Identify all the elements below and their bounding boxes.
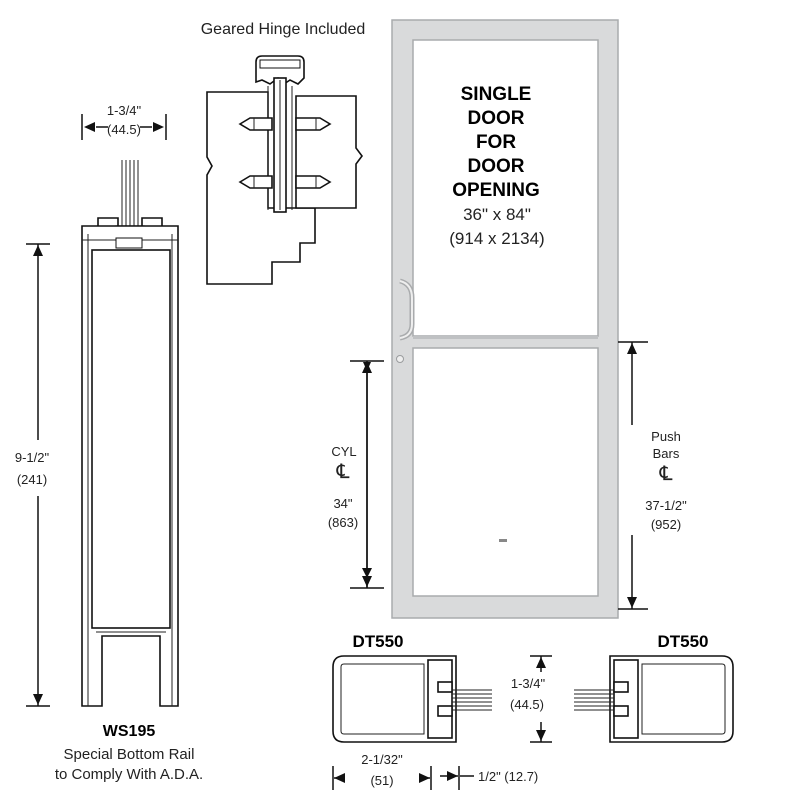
hinge-title: Geared Hinge Included: [201, 21, 366, 38]
cyl-dim-metric: (863): [328, 515, 358, 530]
stile-depth-dim-metric: (44.5): [510, 697, 544, 712]
hinge-screw-2: [295, 117, 332, 131]
rail-top-dim-metric: (44.5): [107, 122, 141, 137]
door-title-line-5: OPENING: [452, 180, 540, 201]
rail-inner-box: [91, 249, 171, 629]
door-title-line-2: DOOR: [468, 108, 525, 129]
stile-right-glass: [574, 689, 614, 711]
rail-top-dim: 1-3/4": [107, 103, 142, 118]
geared-hinge-detail: Geared Hinge Included: [201, 21, 366, 285]
stile-gap-dim: 1/2" (12.7): [478, 769, 538, 784]
door-title-line-1: SINGLE: [461, 84, 532, 105]
cyl-dim: 34": [333, 496, 352, 511]
rail-name: WS195: [103, 723, 156, 740]
push-bars-dim: 37-1/2": [645, 498, 687, 513]
stile-right-name: DT550: [657, 632, 708, 651]
door-size-imperial: 36" x 84": [463, 205, 531, 224]
rail-caption-line-2: to Comply With A.D.A.: [55, 766, 203, 783]
stile-right-glazing: [613, 659, 639, 739]
stile-left-profile: [332, 655, 457, 743]
hinge-screw-1: [238, 117, 273, 131]
push-bars-label-2: Bars: [653, 446, 680, 461]
door-bottom-mark: [499, 539, 507, 542]
door-elevation: SINGLE DOOR FOR DOOR OPENING 36" x 84" (…: [391, 19, 619, 619]
stile-sections: DT550 DT550: [332, 632, 734, 790]
hinge-right-leaf: [295, 95, 363, 209]
stile-left-glass: [452, 689, 492, 711]
door-title-line-4: DOOR: [468, 156, 525, 177]
push-bars-centerline-symbol: ℄: [659, 463, 673, 485]
push-bars-dimension: Push Bars ℄ 37-1/2" (952): [618, 341, 687, 610]
rail-height-dim-metric: (241): [17, 472, 47, 487]
push-bars-label-1: Push: [651, 429, 681, 444]
stile-right-profile: [609, 655, 734, 743]
stile-depth-dim: 1-3/4": [511, 676, 546, 691]
bottom-rail-section: 1-3/4" (44.5) 9-1/2" (241) WS195 Special…: [15, 103, 203, 783]
cyl-label: CYL: [331, 444, 356, 459]
cylinder-dimension: CYL ℄ 34" (863): [328, 360, 384, 589]
door-title-line-3: FOR: [476, 132, 516, 153]
stile-width-dim-metric: (51): [370, 773, 393, 788]
stile-width-dim: 2-1/32": [361, 752, 403, 767]
mid-rail-shadow: [413, 336, 598, 339]
cyl-centerline-symbol: ℄: [336, 461, 350, 483]
stile-left-name: DT550: [352, 632, 403, 651]
stile-left-glazing: [427, 659, 453, 739]
rail-height-dim: 9-1/2": [15, 450, 50, 465]
hinge-screw-4: [295, 175, 332, 189]
rail-caption-line-1: Special Bottom Rail: [64, 746, 195, 763]
door-size-metric: (914 x 2134): [449, 229, 544, 248]
push-bars-dim-metric: (952): [651, 517, 681, 532]
hinge-screw-3: [238, 175, 273, 189]
door-cylinder-lock: [396, 355, 404, 363]
